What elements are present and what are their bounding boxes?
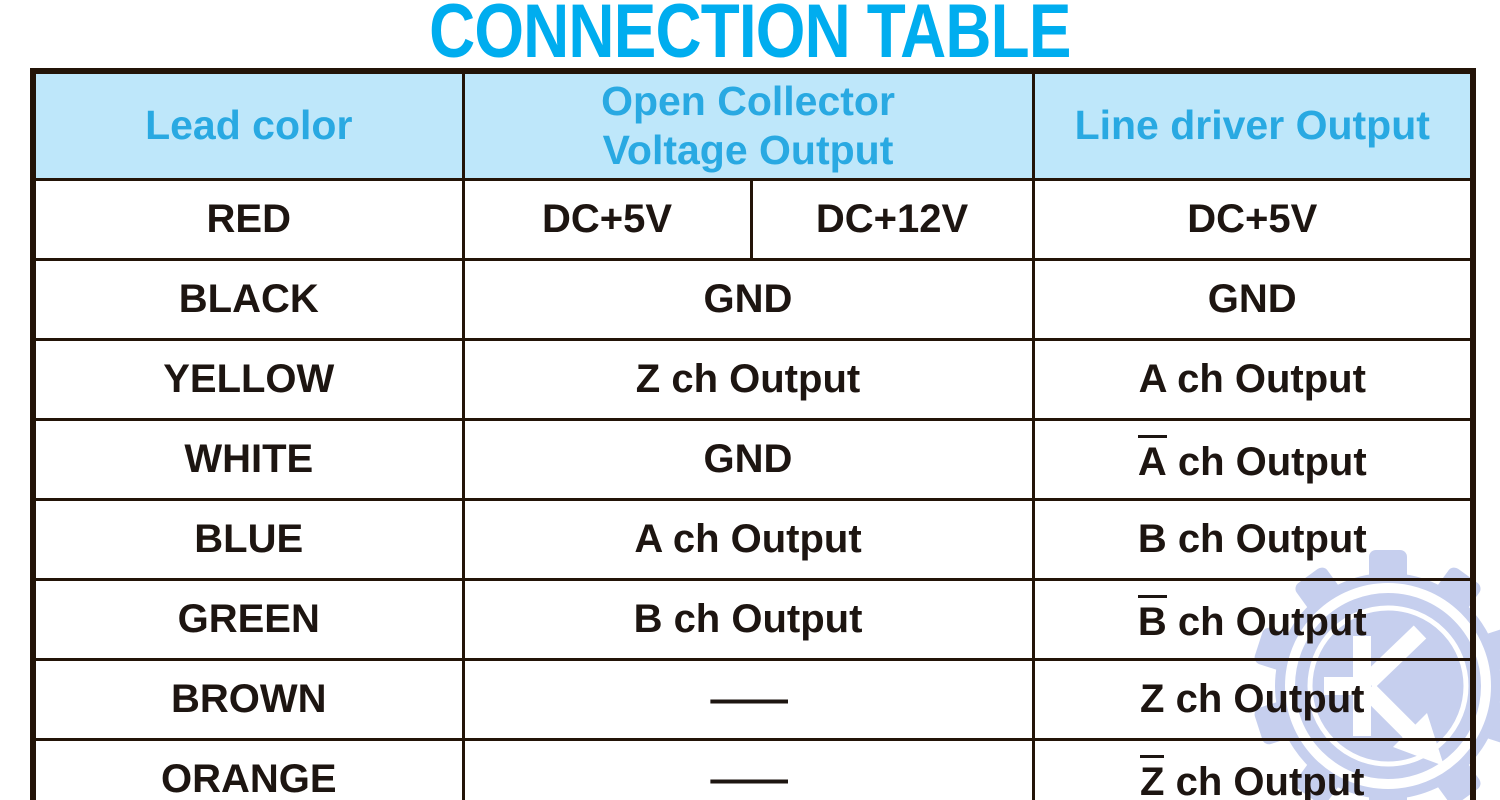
- table-row-orange: ORANGE —— Z ch Output: [31, 738, 1475, 800]
- lead-color-cell: YELLOW: [31, 338, 465, 421]
- dash-placeholder: ——: [710, 677, 788, 721]
- line-driver-value: ch Output: [1166, 599, 1367, 644]
- open-collector-cell: Z ch Output: [461, 338, 1035, 421]
- table-row-blue: BLUE A ch Output B ch Output: [31, 498, 1475, 581]
- lead-color-cell: ORANGE: [31, 738, 465, 800]
- line-driver-value: A ch Output: [1138, 357, 1366, 401]
- line-driver-cell: Z ch Output: [1031, 658, 1475, 741]
- table-row-yellow: YELLOW Z ch Output A ch Output: [31, 338, 1475, 421]
- overline-letter: B: [1137, 594, 1167, 642]
- header-line-driver: Line driver Output: [1031, 69, 1475, 181]
- line-driver-value: GND: [1207, 277, 1297, 321]
- line-driver-value: DC+5V: [1187, 197, 1318, 241]
- line-driver-value: Z ch Output: [1140, 677, 1365, 721]
- table-row-white: WHITE GND A ch Output: [31, 418, 1475, 501]
- table-row-red: RED DC+5V DC+12V DC+5V: [31, 178, 1475, 261]
- header-row: Lead color Open Collector Voltage Output…: [31, 69, 1475, 181]
- line-driver-value: B ch Output: [1137, 517, 1367, 561]
- line-driver-cell: A ch Output: [1031, 338, 1475, 421]
- line-driver-cell: GND: [1031, 258, 1475, 341]
- lead-color-cell: BROWN: [31, 658, 465, 741]
- lead-color-cell: RED: [31, 178, 465, 261]
- open-collector-cell: GND: [461, 418, 1035, 501]
- line-driver-cell: B ch Output: [1031, 498, 1475, 581]
- line-driver-cell: B ch Output: [1031, 578, 1475, 661]
- oc-dc12v-cell: DC+12V: [749, 178, 1035, 261]
- table-row-green: GREEN B ch Output B ch Output: [31, 578, 1475, 661]
- open-collector-cell: ——: [461, 738, 1035, 800]
- line-driver-cell: Z ch Output: [1031, 738, 1475, 800]
- line-driver-cell: A ch Output: [1031, 418, 1475, 501]
- header-lead-color: Lead color: [31, 69, 465, 181]
- connection-table: Lead color Open Collector Voltage Output…: [30, 68, 1476, 800]
- page-title-text: CONNECTION TABLE: [429, 0, 1071, 74]
- open-collector-cell: GND: [461, 258, 1035, 341]
- lead-color-cell: BLUE: [31, 498, 465, 581]
- lead-color-cell: WHITE: [31, 418, 465, 501]
- line-driver-value: ch Output: [1166, 439, 1367, 484]
- line-driver-value: ch Output: [1164, 759, 1365, 800]
- table-row-black: BLACK GND GND: [31, 258, 1475, 341]
- table-row-brown: BROWN —— Z ch Output: [31, 658, 1475, 741]
- open-collector-cell: A ch Output: [461, 498, 1035, 581]
- open-collector-cell: B ch Output: [461, 578, 1035, 661]
- header-open-collector: Open Collector Voltage Output: [461, 69, 1035, 181]
- overline-letter: A: [1137, 434, 1167, 482]
- dash-placeholder: ——: [710, 757, 788, 800]
- oc-dc5v-cell: DC+5V: [461, 178, 753, 261]
- header-open-collector-line1: Open Collector: [601, 77, 895, 124]
- header-open-collector-line2: Voltage Output: [602, 127, 894, 173]
- page-title: CONNECTION TABLE: [0, 0, 1500, 74]
- open-collector-cell: ——: [461, 658, 1035, 741]
- overline-letter: Z: [1140, 754, 1165, 800]
- lead-color-cell: GREEN: [31, 578, 465, 661]
- lead-color-cell: BLACK: [31, 258, 465, 341]
- line-driver-cell: DC+5V: [1031, 178, 1475, 261]
